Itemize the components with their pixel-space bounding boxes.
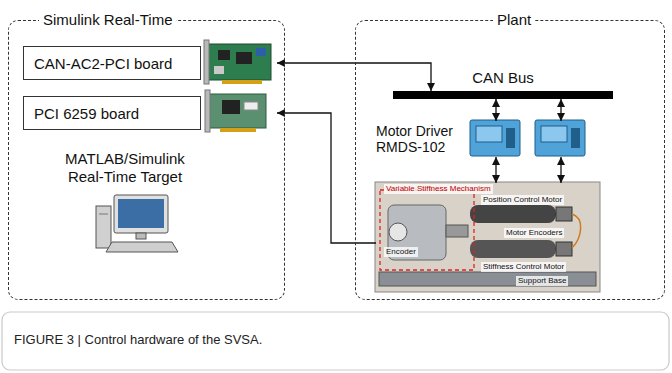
caption-frame [2,312,669,370]
computer-icon [99,214,108,215]
target-label: MATLAB/Simulink Real-Time Target [50,150,200,186]
pci-board-picture [205,90,210,132]
can-board-picture [256,48,266,56]
computer-icon [118,199,164,228]
photo-callout: Variable Stiffness Mechanism [384,184,493,194]
computer-icon [96,195,178,252]
photo-callout: Encoder [384,247,418,257]
pci-board-picture [205,90,266,132]
node-label: CAN Bus [373,69,633,87]
can-board-picture [207,44,271,80]
photo-callout: Motor Encoders [504,228,564,238]
actuator-photo [470,240,556,258]
can-board-picture [218,50,230,60]
can-board-picture [222,80,262,84]
board-node: CAN-AC2-PCI board [23,46,277,80]
can-bus: CAN Bus [393,91,613,99]
photo-callout: Support Base [516,276,568,286]
region-title: Plant [493,11,535,29]
region-title: Simulink Real-Time [39,11,176,29]
board-node: PCI 6259 board [23,96,277,130]
actuator-photo [572,214,581,248]
can-board-picture [214,66,224,74]
computer-icon [106,242,178,252]
actuator-photo [375,182,600,292]
pci-board-picture [208,94,266,128]
node-label: PCI 6259 board [34,105,139,122]
motor-driver-picture [506,128,515,148]
caption-frame [2,312,669,370]
can-board-picture [204,40,271,84]
motor-driver-picture [541,126,567,142]
motor-driver-picture [571,128,580,148]
computer-icon [136,233,146,239]
board-box: PCI 6259 board [23,96,201,130]
pci-board-picture [222,100,240,114]
board-box: CAN-AC2-PCI board [23,46,201,80]
actuator-photo [375,182,600,292]
actuator-photo [470,205,556,223]
actuator-photo [556,242,572,256]
can-board-picture [204,40,209,84]
motor-driver-picture [535,120,585,156]
connector-arrow [277,63,431,91]
photo-callout: Position Control Motor [481,195,564,205]
actuator-photo [446,225,468,237]
computer-icon [114,195,168,233]
system-region: PlantCAN BusMotor Driver RMDS-102Variabl… [355,20,665,300]
motor-driver-picture [476,126,502,142]
figure-caption: FIGURE 3 | Control hardware of the SVSA. [14,332,262,348]
actuator-photo [556,207,572,221]
actuator-photo-node: Variable Stiffness MechanismPosition Con… [376,183,601,293]
connector-arrow [560,99,561,121]
node-label: Motor Driver RMDS-102 [376,121,468,157]
pci-board-picture [220,128,256,132]
connector-arrow [495,99,496,121]
actuator-photo [379,272,596,286]
connector-arrow [495,157,496,183]
connector-arrow [560,157,561,183]
motor-driver-picture [470,120,520,156]
photo-callout: Stiffness Control Motor [481,262,566,272]
computer-icon [96,206,111,248]
motor-driver-picture [470,120,585,156]
connector-arrow [277,113,376,243]
node-label: CAN-AC2-PCI board [34,55,172,72]
can-board-picture [236,52,252,64]
motor-driver-group: Motor Driver RMDS-102 [376,121,591,157]
actuator-photo [380,190,474,270]
pci-board-picture [244,102,258,110]
actuator-photo [389,223,407,241]
